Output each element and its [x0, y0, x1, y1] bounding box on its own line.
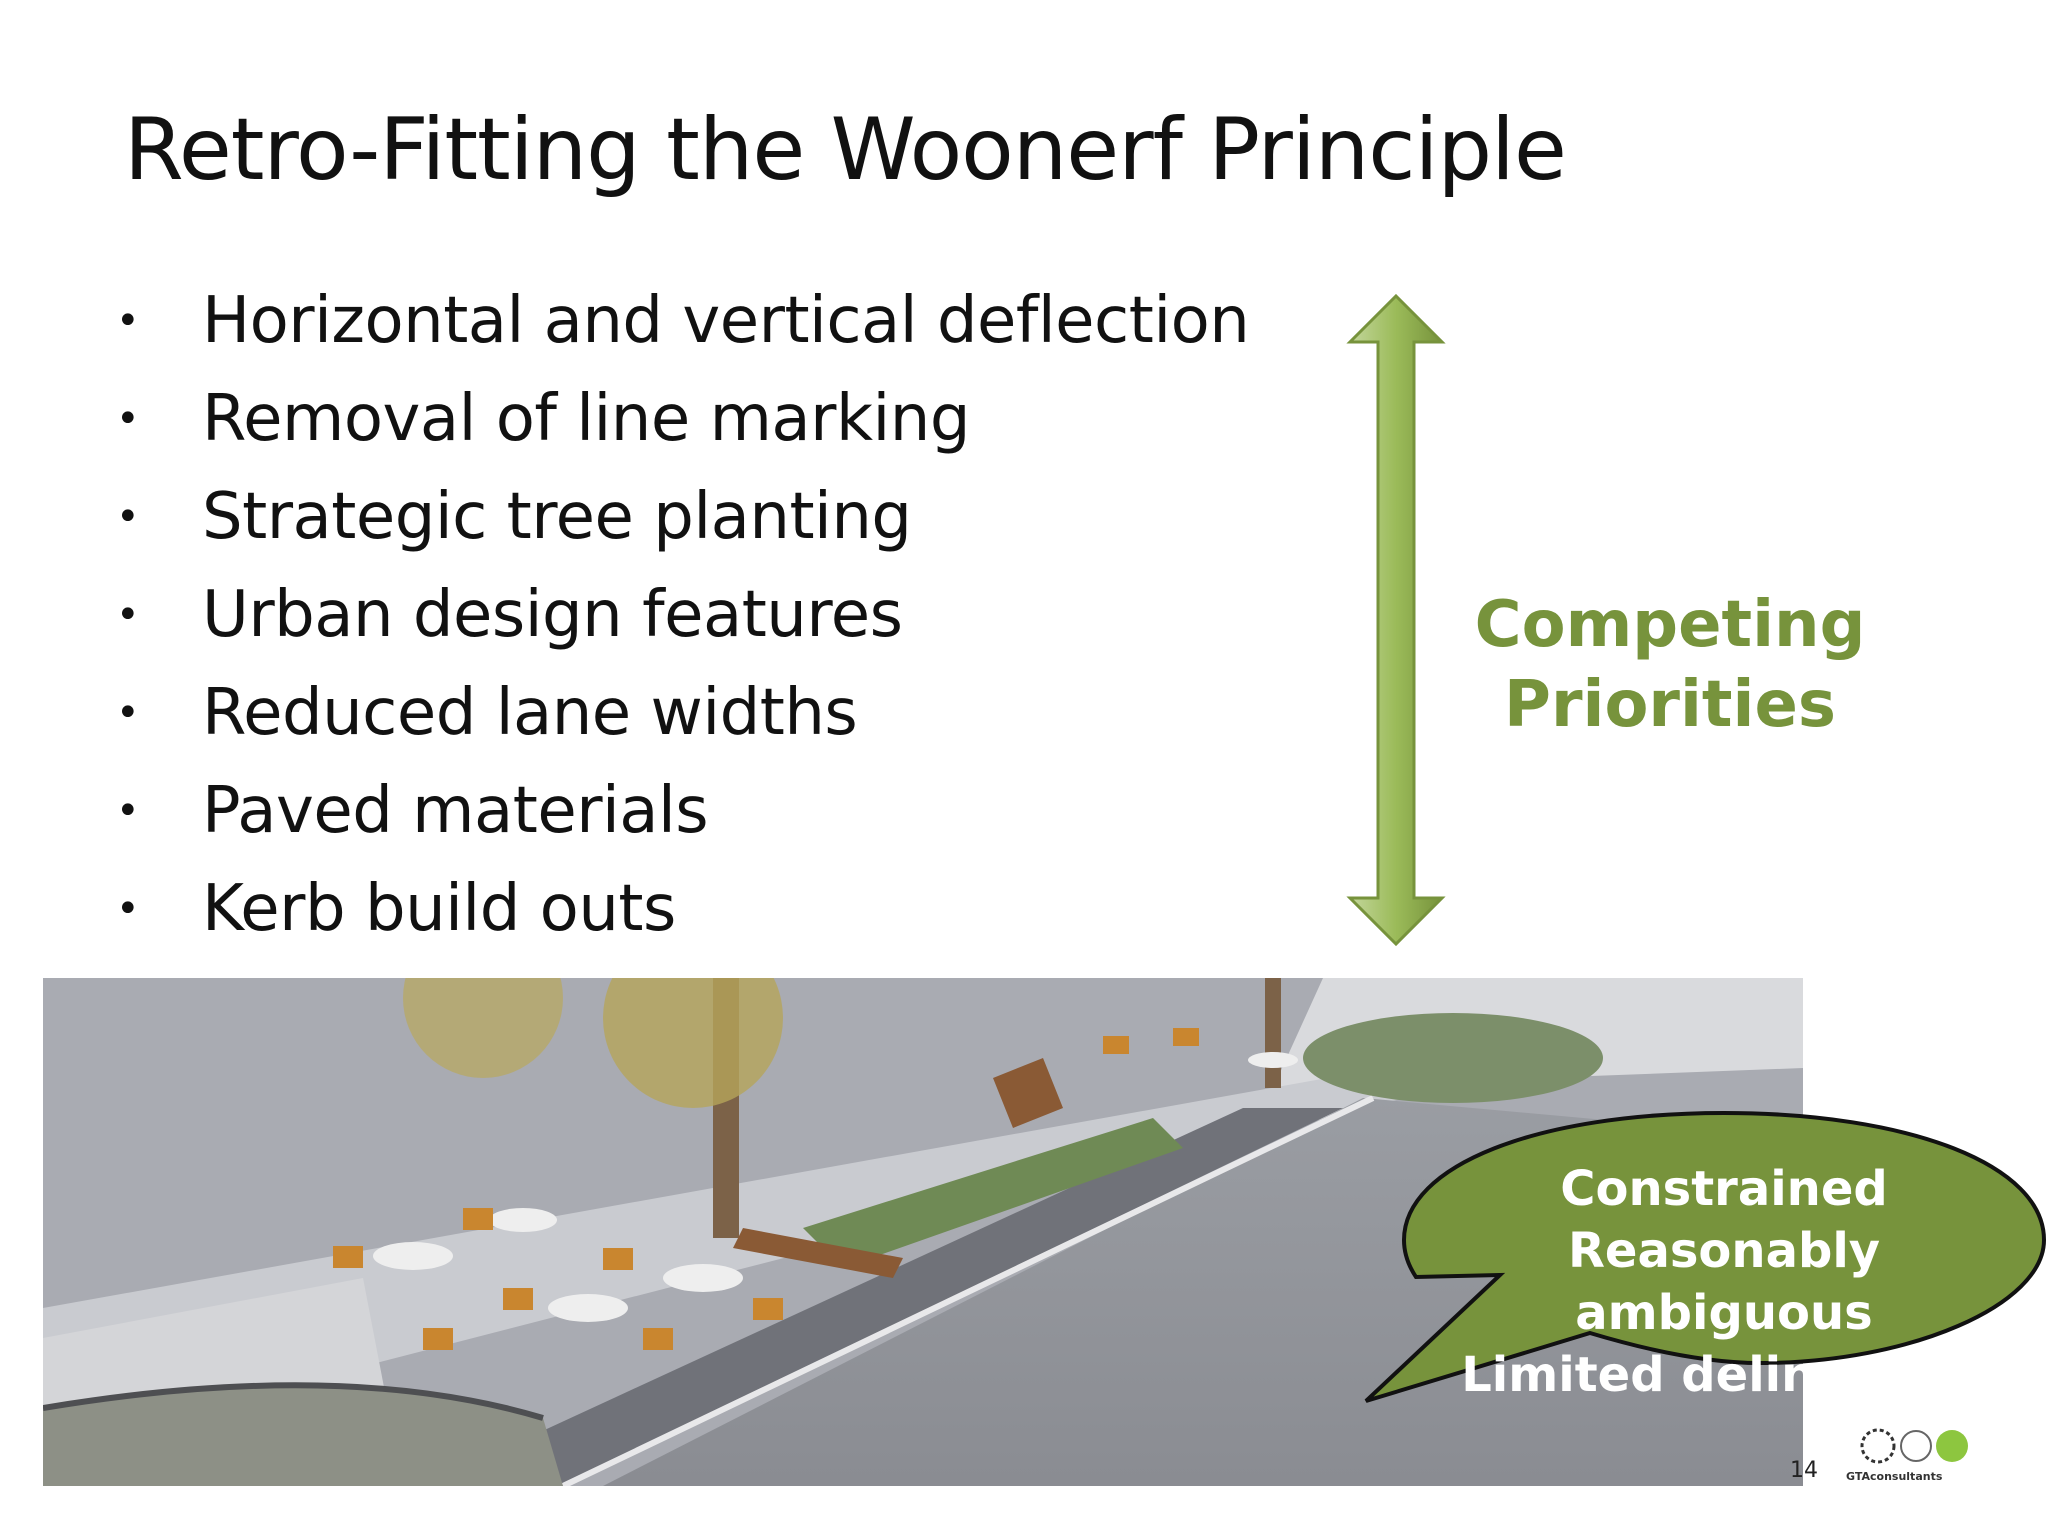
page-number: 14 — [1790, 1458, 1818, 1483]
bullet-dot-icon: • — [116, 298, 140, 344]
bullet-item: • Kerb build outs — [110, 860, 1249, 958]
bullet-text: Strategic tree planting — [202, 480, 912, 554]
bubble-line: Limited delineation — [1461, 1347, 1987, 1403]
double-headed-arrow-icon — [1346, 293, 1446, 947]
bullet-item: • Strategic tree planting — [110, 468, 1249, 566]
logo-text: GTAconsultants — [1846, 1470, 1943, 1483]
bullet-item: • Removal of line marking — [110, 370, 1249, 468]
priorities-label-line: Priorities — [1504, 668, 1836, 742]
speech-bubble-text: Constrained Reasonably ambiguous Limited… — [1420, 1158, 2028, 1406]
bullet-item: • Urban design features — [110, 566, 1249, 664]
bullet-item: • Horizontal and vertical deflection — [110, 272, 1250, 370]
bullet-dot-icon: • — [116, 690, 140, 736]
bullet-text: Urban design features — [202, 578, 903, 652]
bullet-text: Reduced lane widths — [202, 676, 858, 750]
bullet-dot-icon: • — [116, 494, 140, 540]
competing-priorities-label: Competing Priorities — [1440, 585, 1900, 745]
bullet-dot-icon: • — [116, 788, 140, 834]
bullet-text: Removal of line marking — [202, 382, 970, 456]
bullet-text: Paved materials — [202, 774, 709, 848]
slide-title: Retro-Fitting the Woonerf Principle — [124, 100, 1567, 200]
bullet-dot-icon: • — [116, 886, 140, 932]
bullet-dot-icon: • — [116, 592, 140, 638]
bubble-line: Reasonably ambiguous — [1567, 1223, 1881, 1341]
bubble-line: Constrained — [1560, 1161, 1888, 1217]
company-logo: GTAconsultants — [1846, 1428, 1968, 1483]
bullet-text: Kerb build outs — [202, 872, 676, 946]
speech-bubble-icon — [1364, 1110, 2047, 1403]
bullet-item: • Reduced lane widths — [110, 664, 1249, 762]
bullet-list: • Horizontal and vertical deflection • Rem… — [110, 272, 1250, 958]
bullet-dot-icon: • — [116, 396, 140, 442]
bullet-text: Horizontal and vertical deflection — [202, 284, 1250, 358]
bullet-item: • Paved materials — [110, 762, 1249, 860]
competing-label-line: Competing — [1474, 588, 1866, 662]
